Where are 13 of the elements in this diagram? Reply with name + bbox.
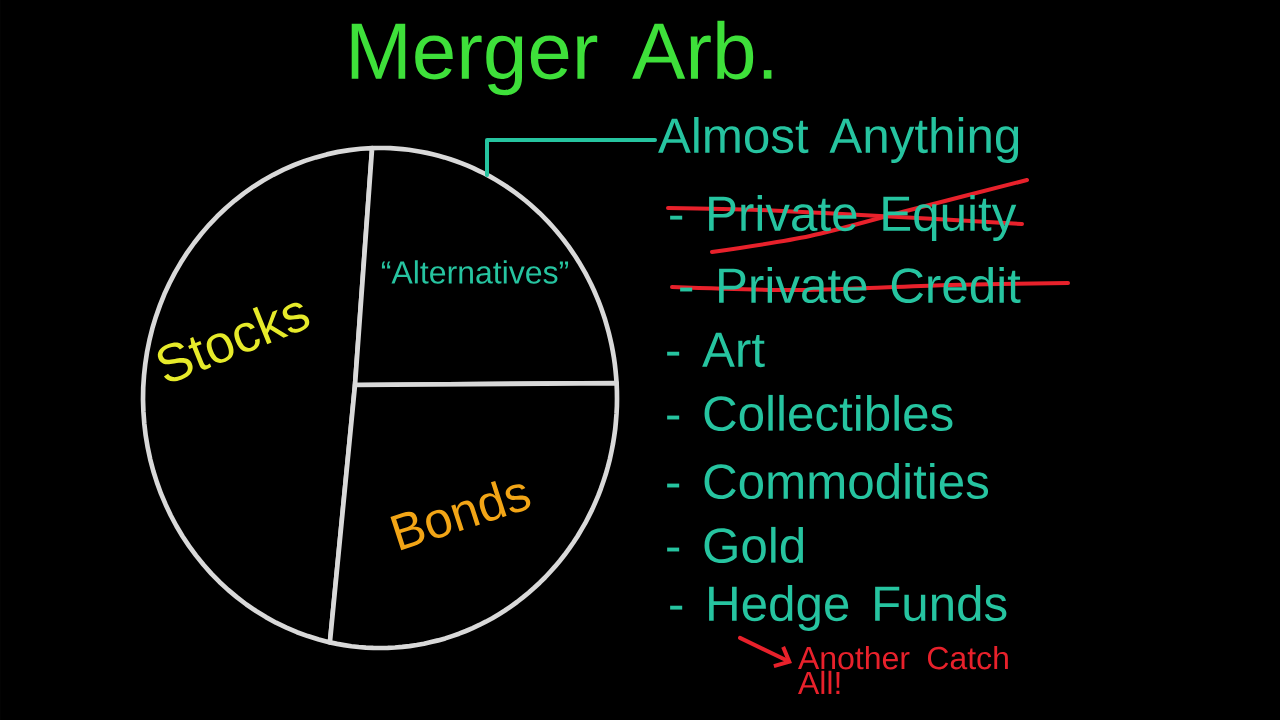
leader-line — [485, 138, 657, 177]
list-item: - Art — [667, 332, 765, 368]
list-item: - Commodities — [667, 462, 989, 500]
list-heading: Almost Anything — [658, 117, 1019, 163]
arrow — [738, 635, 792, 668]
note-text: Another Catch All! — [798, 645, 1008, 694]
list-item: - Collectibles — [667, 394, 953, 432]
pie-slice: “Alternatives” — [352, 145, 619, 388]
list-item: - Hedge Funds — [670, 585, 1007, 631]
list-item: - Gold — [667, 526, 804, 564]
pie-slice: Bonds — [327, 380, 620, 651]
title: Merger Arb. — [351, 20, 772, 96]
pie-slice: Stocks — [140, 145, 375, 645]
